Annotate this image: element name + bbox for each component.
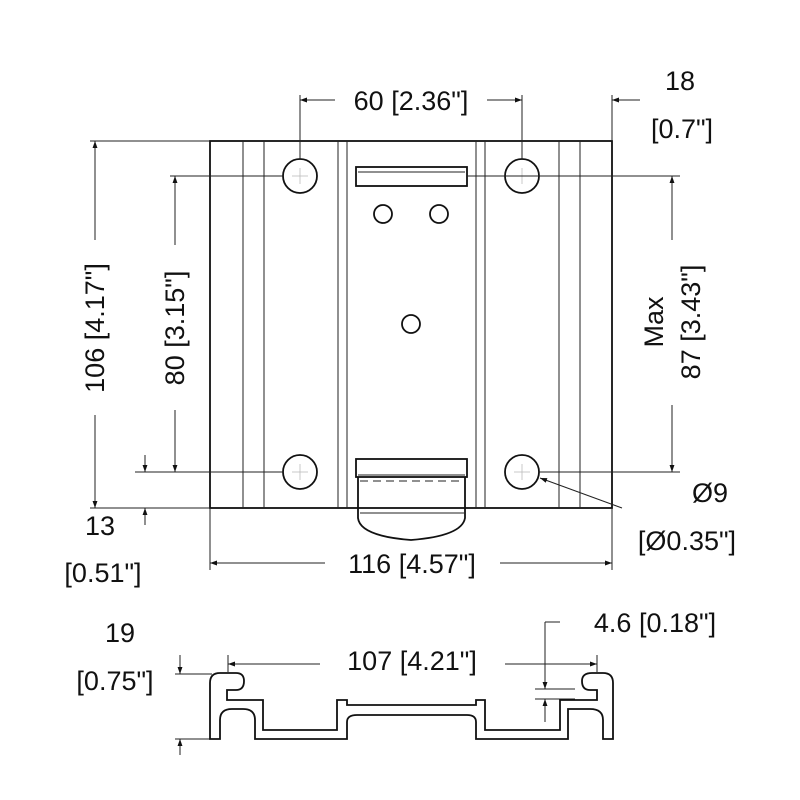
- label-profile-height-in: [0.75"]: [76, 666, 153, 696]
- label-hole-spacing-h: 60 [2.36"]: [354, 86, 469, 116]
- label-hole-diameter-in: [Ø0.35"]: [638, 526, 736, 556]
- label-max-spacing-v: 87 [3.43"]: [676, 265, 706, 380]
- mounting-holes: [282, 158, 540, 490]
- label-hole-spacing-v: 80 [3.15"]: [160, 271, 190, 386]
- label-bottom-offset-mm: 13: [85, 511, 115, 541]
- label-offset-right-mm: 18: [665, 66, 695, 96]
- label-max: Max: [639, 296, 669, 348]
- label-width-total: 116 [4.57"]: [348, 549, 476, 579]
- label-lip-thickness: 4.6 [0.18"]: [594, 608, 716, 638]
- small-hole: [429, 204, 449, 224]
- label-bottom-offset-in: [0.51"]: [64, 558, 141, 588]
- plate-front-view: [209, 140, 613, 541]
- bottom-tab: [355, 458, 468, 541]
- label-rail-width: 107 [4.21"]: [347, 646, 477, 676]
- dimension-labels: 60 [2.36"] 18 [0.7"] 106 [4.17"] 80 [3.1…: [64, 66, 736, 696]
- label-profile-height-mm: 19: [105, 618, 135, 648]
- rail-profile: [209, 672, 614, 740]
- label-height-total: 106 [4.17"]: [80, 263, 110, 393]
- small-hole: [401, 314, 421, 334]
- dimension-lines: [90, 95, 680, 755]
- small-hole: [373, 204, 393, 224]
- label-offset-right-in: [0.7"]: [651, 114, 713, 144]
- top-slot: [355, 166, 468, 187]
- label-hole-diameter-mm: Ø9: [692, 478, 728, 508]
